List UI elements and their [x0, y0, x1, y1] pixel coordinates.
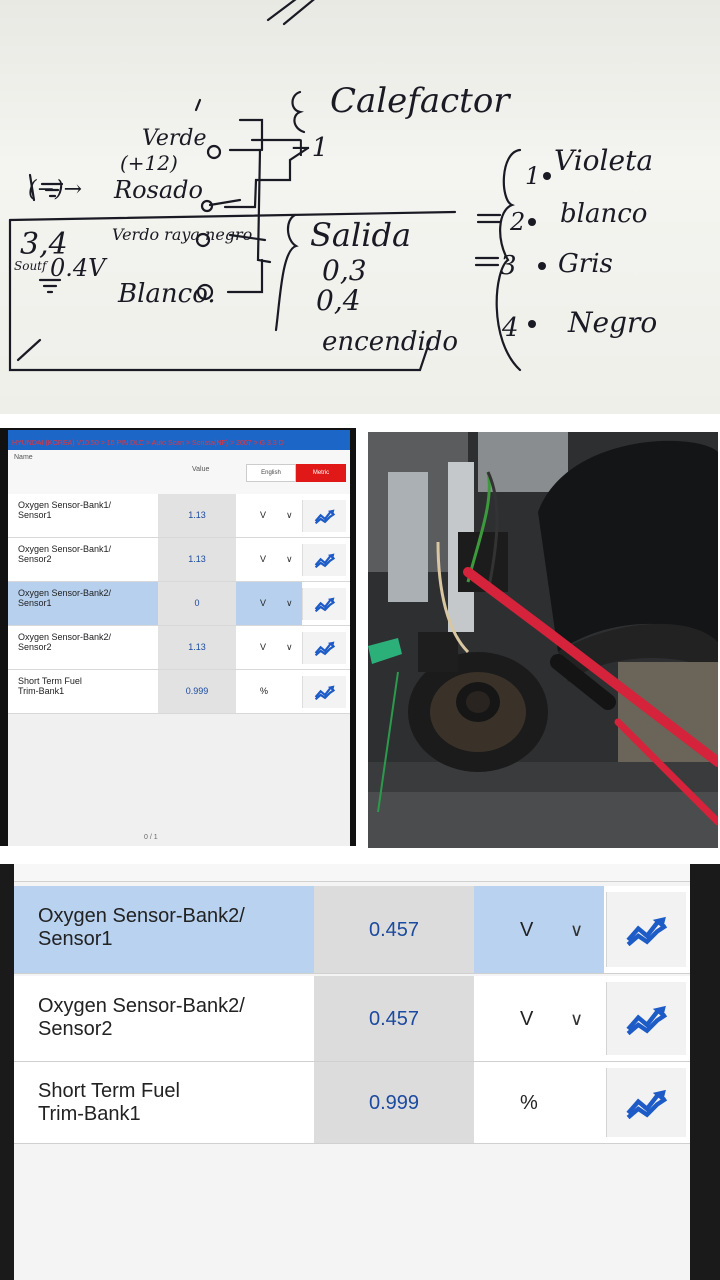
chevron-down-icon[interactable]: ∨	[286, 554, 293, 564]
chevron-down-icon[interactable]: ∨	[570, 920, 584, 940]
chevron-down-icon[interactable]: ∨	[286, 642, 293, 652]
parameter-value: 0.457	[314, 886, 474, 973]
label-calefactor: Calefactor	[330, 81, 511, 121]
label-verde-raya-negro: Verdo raya negro	[112, 225, 252, 244]
graph-icon	[314, 597, 335, 612]
label-rosado: Rosado	[113, 176, 203, 204]
pin-3-number: 3	[500, 251, 517, 281]
graph-icon	[314, 553, 335, 568]
label-volt: 0.4V	[50, 254, 108, 282]
graph-icon	[625, 1005, 667, 1035]
label-blanco-left: Blanco.	[117, 279, 216, 309]
parameter-value: 1.13	[158, 538, 236, 581]
chevron-down-icon[interactable]: ∨	[286, 598, 293, 608]
unit-selector[interactable]: V	[520, 1008, 534, 1030]
unit-selector[interactable]: V	[260, 510, 267, 520]
label-plus-1: +1	[290, 133, 328, 163]
parameter-value: 1.13	[158, 494, 236, 537]
parameter-value: 0.999	[314, 1062, 474, 1143]
data-row[interactable]: Oxygen Sensor-Bank2/ Sensor2 0.457 V ∨	[14, 976, 690, 1062]
pin-2-number: 2	[509, 208, 525, 236]
label-three-four: 3,4	[20, 227, 68, 262]
parameter-name: Oxygen Sensor-Bank2/ Sensor1	[8, 582, 158, 625]
unit-selector[interactable]: %	[260, 686, 269, 696]
parameter-name: Short Term Fuel Trim-Bank1	[18, 676, 82, 696]
graph-button[interactable]	[606, 1068, 686, 1137]
graph-button[interactable]	[302, 676, 346, 708]
graph-button[interactable]	[302, 544, 346, 576]
parameter-value: 0	[158, 582, 236, 625]
scanner-screen: HYUNDAI (KOREA) V10.50 > 16 PIN DLC > Au…	[8, 430, 350, 846]
parameter-value: 0.999	[158, 670, 236, 713]
label-negro: Negro	[567, 306, 657, 339]
data-row[interactable]: Oxygen Sensor-Bank1/ Sensor2 1.13 V ∨	[8, 538, 350, 582]
label-salida-04: 0,4	[316, 284, 361, 317]
graph-icon	[314, 641, 335, 656]
previous-row-edge	[14, 864, 690, 882]
label-plus-12: (+12)	[120, 151, 178, 175]
parameter-name: Short Term Fuel Trim-Bank1	[38, 1080, 180, 1125]
graph-button[interactable]	[606, 892, 686, 967]
graph-button[interactable]	[302, 632, 346, 664]
column-name-header: Name	[14, 454, 33, 461]
unit-selector[interactable]: %	[520, 1092, 538, 1114]
unit-selector[interactable]: V	[260, 554, 267, 564]
data-row[interactable]: Oxygen Sensor-Bank2/ Sensor2 1.13 V ∨	[8, 626, 350, 670]
chevron-down-icon[interactable]: ∨	[286, 510, 293, 520]
parameter-name: Oxygen Sensor-Bank2/ Sensor2	[18, 632, 112, 652]
label-encendido: encendido	[322, 327, 458, 357]
data-row[interactable]: Oxygen Sensor-Bank1/ Sensor1 1.13 V ∨	[8, 494, 350, 538]
parameter-name: Oxygen Sensor-Bank1/ Sensor1	[18, 500, 112, 520]
data-row[interactable]: Short Term Fuel Trim-Bank1 0.999%	[14, 1062, 690, 1144]
graph-icon	[314, 685, 335, 700]
pin-1-number: 1	[525, 162, 540, 190]
breadcrumb: HYUNDAI (KOREA) V10.50 > 16 PIN DLC > Au…	[8, 438, 350, 450]
english-units-button[interactable]: English	[246, 464, 296, 482]
engine-bay-photo	[368, 432, 718, 848]
metric-units-button[interactable]: Metric	[296, 464, 346, 482]
graph-icon	[625, 1089, 667, 1119]
label-salida: Salida	[310, 216, 411, 254]
data-row[interactable]: Short Term Fuel Trim-Bank1 0.999%	[8, 670, 350, 714]
pin-4-number: 4	[501, 313, 519, 343]
parameter-name: Oxygen Sensor-Bank1/ Sensor2	[18, 544, 112, 564]
label-verde: Verde	[142, 126, 207, 151]
scanner-screenshot-small: HYUNDAI (KOREA) V10.50 > 16 PIN DLC > Au…	[0, 428, 356, 846]
label-violeta: Violeta	[554, 144, 653, 177]
parameter-name: Oxygen Sensor-Bank2/ Sensor2	[38, 995, 245, 1040]
label-salida-03: 0,3	[322, 254, 367, 287]
label-blanco-right: blanco	[560, 199, 647, 229]
status-bar	[8, 430, 350, 438]
unit-selector[interactable]: V	[474, 886, 604, 973]
unit-selector[interactable]: V	[260, 642, 267, 652]
parameter-name: Oxygen Sensor-Bank2/ Sensor1	[14, 886, 314, 973]
parameter-value: 0.457	[314, 976, 474, 1061]
graph-button[interactable]	[302, 500, 346, 532]
graph-button[interactable]	[606, 982, 686, 1055]
label-gris: Gris	[558, 249, 613, 279]
chevron-down-icon[interactable]: ∨	[570, 1009, 584, 1029]
graph-icon	[314, 509, 335, 524]
graph-button[interactable]	[302, 588, 346, 620]
handwritten-wiring-note: Calefactor Verde (+12) (−)→ Rosado 3,4 S…	[0, 0, 720, 414]
unit-selector[interactable]: V	[236, 582, 302, 625]
column-value-header: Value	[192, 466, 210, 473]
label-minus: (−)→	[28, 177, 82, 202]
parameter-value: 1.13	[158, 626, 236, 669]
table-header: Name Value English Metric	[8, 450, 350, 494]
page-indicator: 0 / 1	[144, 834, 158, 841]
label-soutf: Soutf	[14, 259, 49, 273]
graph-icon	[625, 916, 667, 946]
